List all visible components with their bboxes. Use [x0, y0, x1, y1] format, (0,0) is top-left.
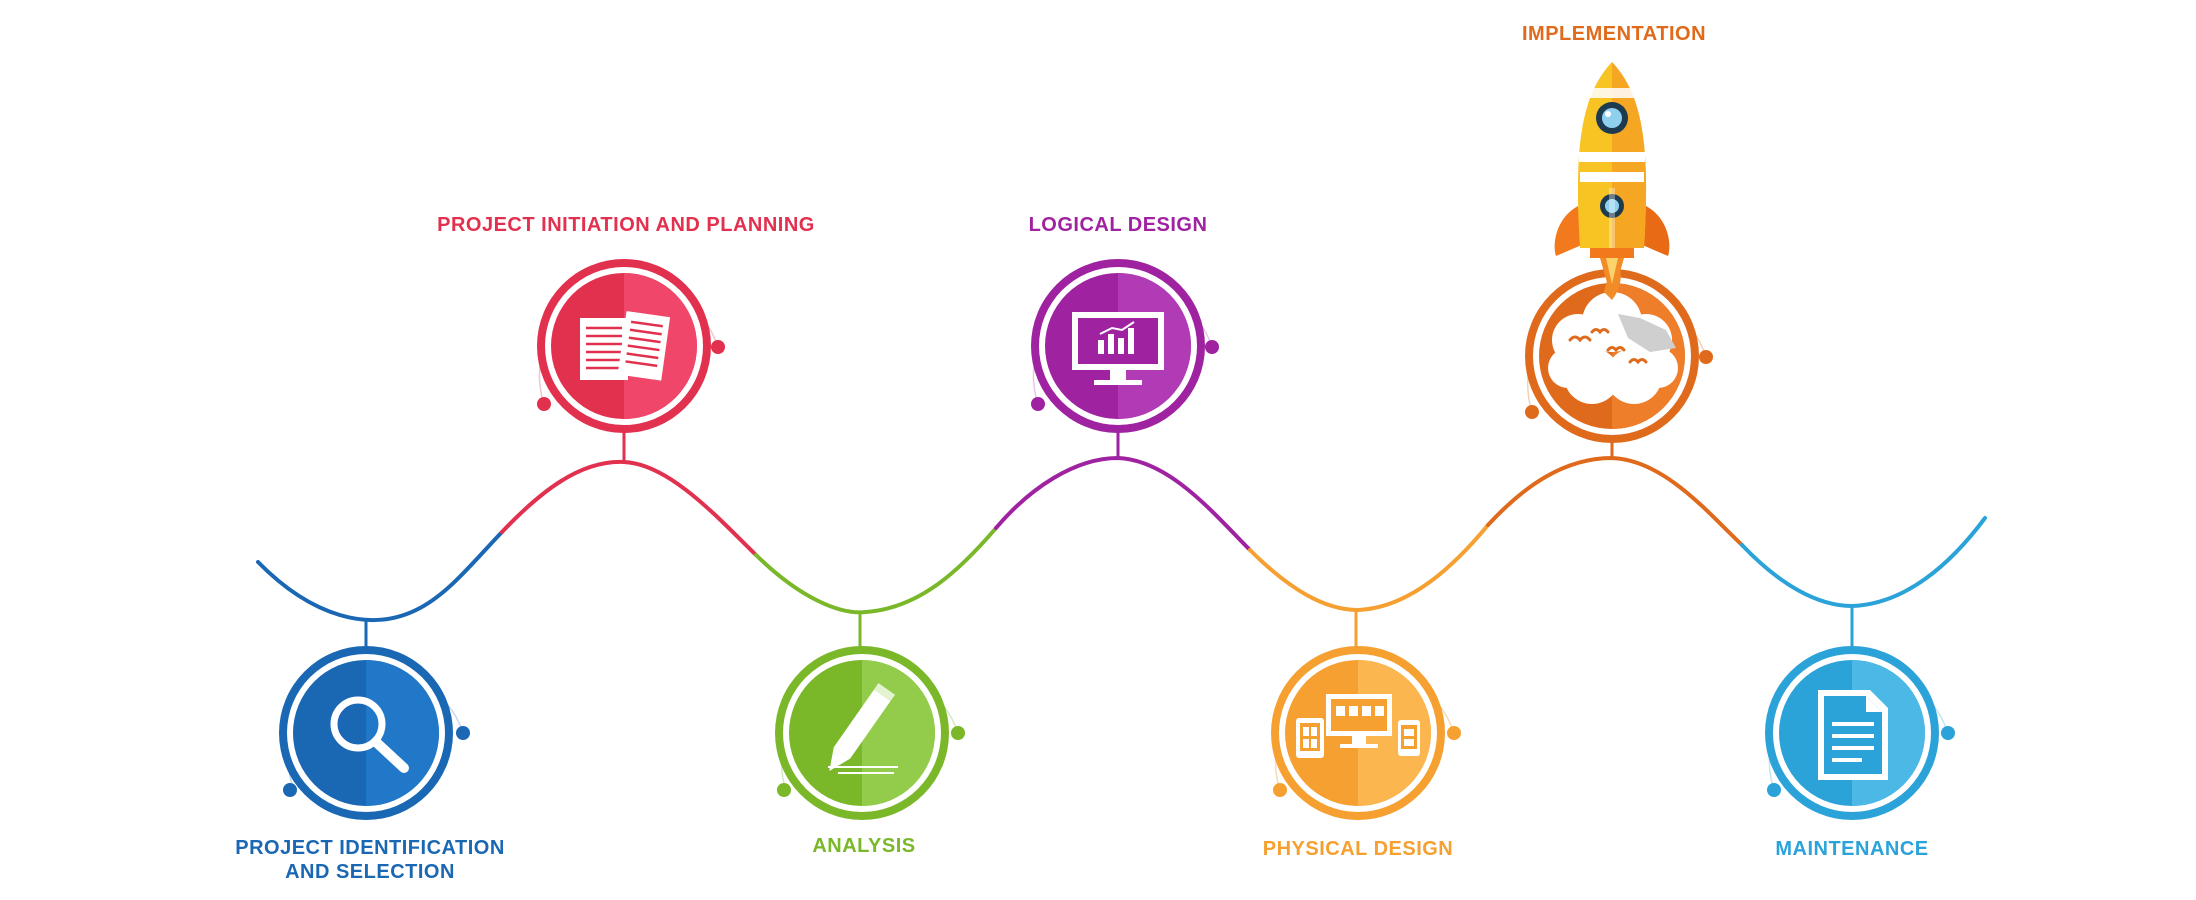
document-icon	[1818, 690, 1888, 780]
arc-dot	[951, 726, 965, 740]
stage-implementation	[1525, 62, 1713, 443]
pencil-icon	[828, 683, 898, 774]
arc-dot	[1031, 397, 1045, 411]
arc-dot	[537, 397, 551, 411]
wave-segment-identification	[256, 530, 504, 622]
arc-dot	[1273, 783, 1287, 797]
connector-stems	[364, 432, 1854, 647]
wave-segment-implementation	[1486, 455, 1744, 547]
monitor-chart-icon	[1072, 312, 1164, 385]
label-implementation: IMPLEMENTATION	[1522, 23, 1706, 45]
rocket-icon	[1554, 62, 1670, 300]
label-identification-line1: PROJECT IDENTIFICATION	[235, 837, 505, 859]
stage-physical	[1271, 646, 1461, 820]
wave-segment-physical	[1248, 523, 1490, 613]
wave-segment-maintenance	[1740, 516, 1987, 609]
magnifier-icon	[330, 696, 409, 773]
stage-labels: PROJECT IDENTIFICATION AND SELECTION PRO…	[235, 23, 1928, 883]
badge-core-highlight	[366, 660, 439, 806]
devices-icon	[1296, 694, 1420, 758]
arc-dot	[1699, 350, 1713, 364]
birds	[1568, 328, 1648, 365]
wave-segment-logical	[994, 455, 1252, 552]
label-planning: PROJECT INITIATION AND PLANNING	[437, 214, 815, 236]
stage-identification	[279, 646, 470, 820]
label-logical: LOGICAL DESIGN	[1029, 214, 1208, 236]
stage-planning	[537, 259, 725, 433]
rocket-cloud-icon	[1548, 292, 1678, 404]
arc-dot	[1525, 405, 1539, 419]
wave-segment-planning	[500, 459, 758, 557]
stage-maintenance	[1765, 646, 1955, 820]
stage-logical	[1031, 259, 1219, 433]
wave-line	[256, 455, 1987, 622]
documents-icon	[580, 311, 671, 381]
arc-dot	[777, 783, 791, 797]
cloud-icon	[1548, 292, 1678, 404]
label-maintenance: MAINTENANCE	[1775, 838, 1928, 860]
stage-analysis	[775, 646, 965, 820]
label-identification-line2: AND SELECTION	[285, 861, 455, 883]
arc-dot	[711, 340, 725, 354]
arc-dot	[1941, 726, 1955, 740]
arc-dot	[1205, 340, 1219, 354]
arc-dot	[1447, 726, 1461, 740]
arc-dot	[456, 726, 470, 740]
arc-dot	[283, 783, 297, 797]
label-analysis: ANALYSIS	[812, 835, 915, 857]
arc-dot	[1767, 783, 1781, 797]
wave-segment-analysis	[754, 526, 998, 615]
label-physical: PHYSICAL DESIGN	[1263, 838, 1454, 860]
